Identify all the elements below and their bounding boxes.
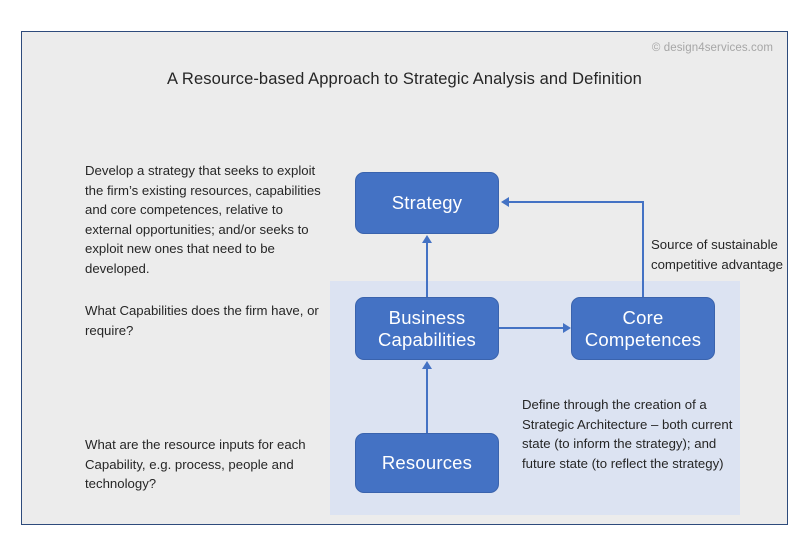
node-business-capabilities[interactable]: Business Capabilities [355,297,499,360]
connector-resources-to-capabilities-line [426,369,428,433]
connector-capabilities-to-strategy-line [426,243,428,297]
copyright-notice: © design4services.com [651,42,773,54]
connector-capabilities-to-strategy-arrowhead [422,235,432,243]
node-business-capabilities-label-line2: Capabilities [377,328,477,350]
node-core-competences[interactable]: Core Competences [571,297,715,360]
annotation-resources: What are the resource inputs for each Ca… [85,437,306,492]
node-resources[interactable]: Resources [355,433,499,493]
node-business-capabilities-label-line1: Business [388,306,466,328]
connector-capabilities-to-core-arrowhead [563,323,571,333]
annotation-strategy: Develop a strategy that seeks to exploit… [85,163,321,276]
annotation-define-architecture: Define through the creation of a Strateg… [522,397,733,471]
node-resources-label: Resources [381,452,473,474]
connector-core-to-strategy-horizontal [509,201,643,203]
node-core-competences-label-line2: Competences [584,328,702,350]
annotation-source-of-advantage: Source of sustainable competitive advant… [651,237,783,272]
connector-core-to-strategy-arrowhead [501,197,509,207]
node-business-capabilities-label: Business Capabilities [378,307,476,351]
page-title: A Resource-based Approach to Strategic A… [167,70,642,88]
diagram-frame: © design4services.com A Resource-based A… [21,31,788,525]
node-strategy[interactable]: Strategy [355,172,499,234]
connector-core-to-strategy-vertical [642,201,644,298]
connector-capabilities-to-core-line [499,327,563,329]
annotation-capability: What Capabilities does the firm have, or… [85,303,319,338]
node-core-competences-label-line1: Core [622,306,664,328]
connector-resources-to-capabilities-arrowhead [422,361,432,369]
node-strategy-label: Strategy [391,192,463,214]
node-core-competences-label: Core Competences [585,307,701,351]
